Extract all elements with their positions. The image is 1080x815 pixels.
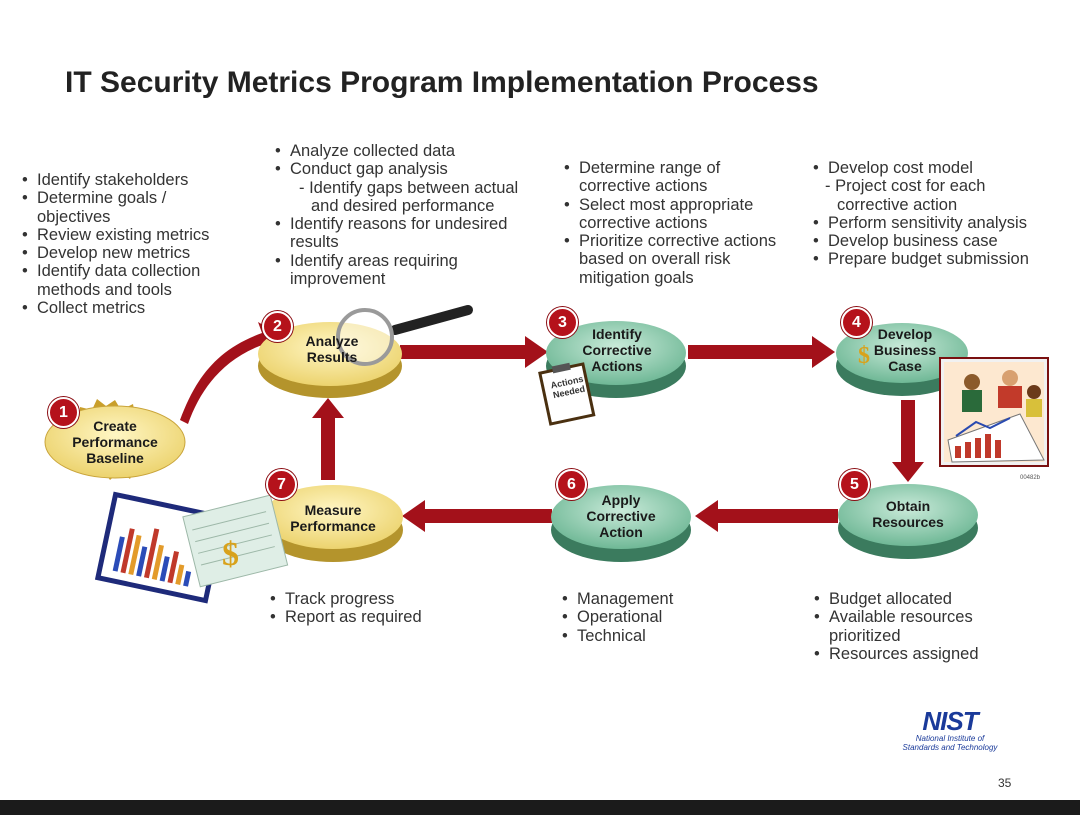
list-item: and desired performance bbox=[311, 196, 495, 215]
reports-illustration: $ bbox=[94, 491, 289, 604]
list-item: corrective actions bbox=[579, 213, 708, 232]
list-item: Select most appropriate bbox=[564, 196, 776, 215]
step-2-shape bbox=[258, 322, 402, 398]
svg-text:$: $ bbox=[222, 536, 239, 573]
list-item: based on overall risk bbox=[579, 250, 731, 269]
arrow-2-to-3 bbox=[400, 336, 548, 368]
list-item: Budget allocated bbox=[814, 590, 979, 609]
step-2-badge: 2 bbox=[262, 311, 293, 342]
image-code: 00482b bbox=[1020, 475, 1041, 481]
list-item: improvement bbox=[290, 270, 386, 289]
step-5-badge: 5 bbox=[839, 469, 870, 500]
list-item: Prepare budget submission bbox=[813, 250, 1029, 269]
page-number: 35 bbox=[998, 776, 1012, 790]
arrow-7-to-2 bbox=[312, 398, 344, 480]
slide-title: IT Security Metrics Program Implementati… bbox=[65, 66, 819, 99]
nist-logo-line2: Standards and Technology bbox=[902, 743, 998, 752]
arrow-4-to-5 bbox=[892, 400, 924, 482]
svg-text:$: $ bbox=[858, 343, 870, 369]
nist-logo-line1: National Institute of bbox=[915, 734, 985, 743]
step-6-badge: 6 bbox=[556, 469, 587, 500]
step-4-shape: $ bbox=[836, 323, 968, 396]
list-item: Identify data collection bbox=[22, 262, 209, 281]
list-item: Management bbox=[562, 590, 673, 609]
list-item: Develop business case bbox=[813, 232, 1029, 251]
list-item: Prioritize corrective actions bbox=[564, 232, 776, 251]
magnifier-icon bbox=[336, 305, 473, 366]
step-4-notes: Develop cost model - Project cost for ea… bbox=[813, 159, 1029, 269]
list-item: corrective actions bbox=[579, 177, 708, 196]
list-item: Develop cost model bbox=[813, 159, 1029, 178]
list-item: Report as required bbox=[270, 608, 422, 627]
arrow-5-to-6 bbox=[695, 500, 838, 532]
step-6-notes: Management Operational Technical bbox=[562, 590, 673, 645]
step-3-notes: Determine range of corrective actions Se… bbox=[564, 159, 776, 287]
list-item: Available resources bbox=[814, 608, 979, 627]
bottom-bar bbox=[0, 800, 1080, 815]
step-3-badge: 3 bbox=[547, 307, 578, 338]
list-item: - Identify gaps between actual bbox=[299, 178, 519, 197]
list-item: prioritized bbox=[829, 626, 901, 645]
step-2-notes: Analyze collected data Conduct gap analy… bbox=[275, 142, 518, 288]
list-item: Review existing metrics bbox=[22, 226, 209, 245]
nist-logo-word: NIST bbox=[922, 706, 978, 736]
step-1-shape bbox=[44, 399, 186, 480]
list-item: Collect metrics bbox=[22, 299, 209, 318]
list-item: methods and tools bbox=[37, 280, 172, 299]
list-item: Resources assigned bbox=[814, 645, 979, 664]
list-item: mitigation goals bbox=[579, 268, 694, 287]
step-5-shape bbox=[838, 484, 978, 559]
list-item: corrective action bbox=[837, 195, 958, 214]
list-item: - Project cost for each bbox=[825, 177, 986, 196]
list-item: Analyze collected data bbox=[275, 142, 518, 161]
arrow-6-to-7 bbox=[402, 500, 552, 532]
list-item: objectives bbox=[37, 207, 111, 226]
list-item: Determine range of bbox=[564, 159, 776, 178]
nist-logo: NIST National Institute of Standards and… bbox=[890, 708, 1010, 752]
step-4-badge: 4 bbox=[841, 307, 872, 338]
list-item: Identify reasons for undesired bbox=[275, 215, 518, 234]
list-item: Track progress bbox=[270, 590, 422, 609]
list-item: Identify stakeholders bbox=[22, 171, 209, 190]
step-7-badge: 7 bbox=[266, 469, 297, 500]
step-7-shape bbox=[263, 485, 403, 562]
list-item: Technical bbox=[562, 627, 673, 646]
clipboard-icon bbox=[538, 362, 596, 426]
list-item: Determine goals / bbox=[22, 189, 209, 208]
list-item: Conduct gap analysis bbox=[275, 160, 518, 179]
list-item: Identify areas requiring bbox=[275, 252, 518, 271]
arrow-3-to-4 bbox=[688, 336, 835, 368]
list-item: Develop new metrics bbox=[22, 244, 209, 263]
list-item: Perform sensitivity analysis bbox=[813, 214, 1029, 233]
step-6-shape bbox=[551, 485, 691, 562]
step-5-notes: Budget allocated Available resources pri… bbox=[814, 590, 979, 663]
list-item: Operational bbox=[562, 608, 673, 627]
step-1-badge: 1 bbox=[48, 397, 79, 428]
step-7-notes: Track progress Report as required bbox=[270, 590, 422, 627]
business-meeting-image bbox=[939, 357, 1049, 467]
list-item: results bbox=[290, 233, 339, 252]
step-1-notes: Identify stakeholders Determine goals / … bbox=[22, 171, 209, 318]
